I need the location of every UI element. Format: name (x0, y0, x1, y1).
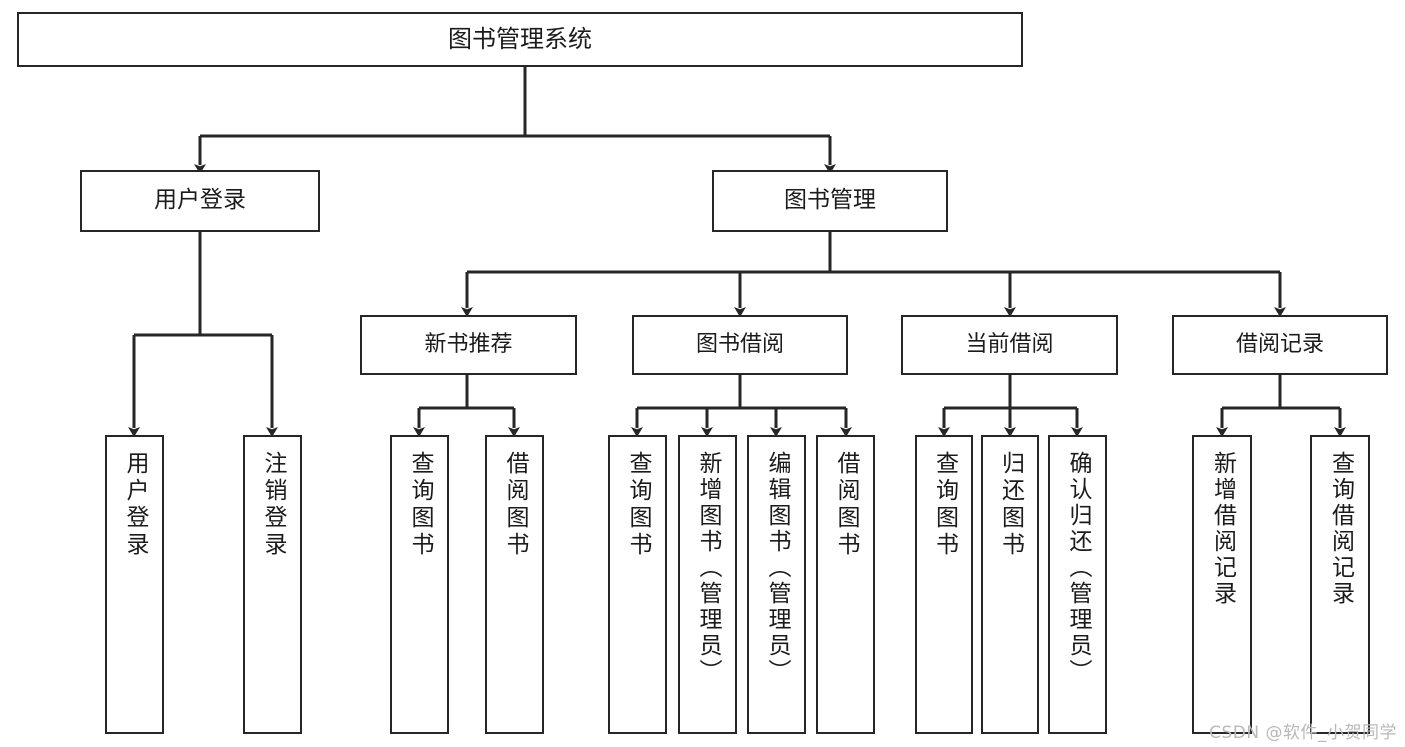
node-book-borrowing[interactable]: 图书借阅 (632, 315, 848, 375)
node-label: 注销登录 (260, 451, 286, 559)
node-label: 用户登录 (122, 451, 148, 559)
leaf-query-books-current[interactable]: 查询图书 (915, 435, 973, 734)
node-label: 新增图书（管理员） (695, 451, 721, 685)
node-new-book-recommendation[interactable]: 新书推荐 (360, 315, 577, 375)
leaf-query-books-borrow[interactable]: 查询图书 (608, 435, 667, 734)
node-user-login[interactable]: 用户登录 (80, 170, 320, 232)
node-label: 当前借阅 (965, 332, 1054, 358)
node-borrowing-records[interactable]: 借阅记录 (1172, 315, 1388, 375)
node-label: 查询图书 (407, 451, 433, 559)
node-label: 确认归还（管理员） (1065, 451, 1091, 685)
leaf-query-borrow-record[interactable]: 查询借阅记录 (1310, 435, 1370, 734)
node-current-borrowing[interactable]: 当前借阅 (901, 315, 1118, 375)
node-label: 编辑图书（管理员） (764, 451, 790, 685)
node-label: 图书借阅 (695, 332, 784, 358)
node-label: 新增借阅记录 (1209, 451, 1236, 607)
connector-lines (128, 67, 1346, 437)
node-book-management[interactable]: 图书管理 (712, 170, 948, 232)
node-label: 查询图书 (625, 451, 651, 559)
leaf-borrow-books[interactable]: 借阅图书 (816, 435, 875, 734)
node-label: 借阅图书 (833, 451, 859, 559)
node-label: 新书推荐 (424, 332, 513, 358)
node-label: 查询图书 (931, 451, 958, 559)
node-root-book-management-system[interactable]: 图书管理系统 (17, 12, 1023, 67)
leaf-add-borrow-record[interactable]: 新增借阅记录 (1192, 435, 1252, 734)
leaf-add-book-admin[interactable]: 新增图书（管理员） (678, 435, 737, 734)
leaf-edit-book-admin[interactable]: 编辑图书（管理员） (747, 435, 806, 734)
node-label: 用户登录 (154, 187, 246, 214)
node-label: 借阅图书 (502, 451, 528, 559)
node-label: 图书管理系统 (448, 25, 592, 54)
csdn-watermark: CSDN @软件_小贺同学 (1209, 723, 1397, 743)
node-label: 归还图书 (997, 451, 1024, 559)
node-label: 查询借阅记录 (1327, 451, 1354, 607)
leaf-return-books[interactable]: 归还图书 (981, 435, 1039, 734)
node-label: 借阅记录 (1235, 332, 1324, 358)
leaf-user-login[interactable]: 用户登录 (105, 435, 164, 734)
leaf-query-books-recommend[interactable]: 查询图书 (390, 435, 449, 734)
leaf-borrow-books-recommend[interactable]: 借阅图书 (485, 435, 544, 734)
leaf-logout[interactable]: 注销登录 (243, 435, 302, 734)
leaf-confirm-return-admin[interactable]: 确认归还（管理员） (1048, 435, 1107, 734)
node-label: 图书管理 (784, 187, 876, 214)
